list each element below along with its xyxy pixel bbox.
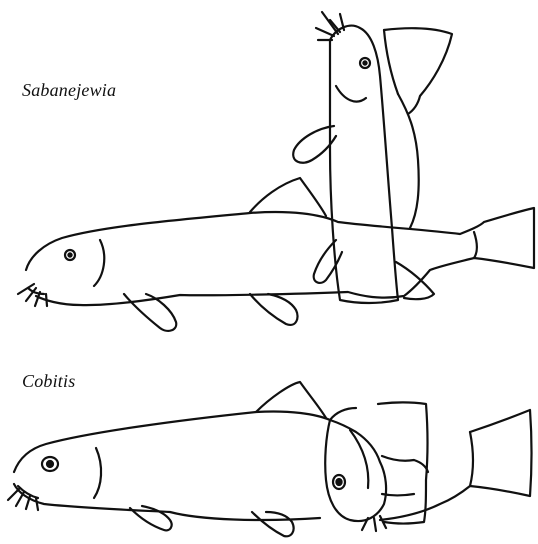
genus-label-sabanejewia: Sabanejewia <box>22 80 116 101</box>
dorsal-fin <box>250 178 326 216</box>
cobitis-pelvic-fin <box>252 512 294 536</box>
curled-fish-outer <box>325 420 386 521</box>
cobitis-illustration <box>8 382 532 536</box>
caudal-base <box>474 232 477 258</box>
vertical-fish-tail <box>384 28 452 114</box>
cobitis-body <box>14 408 532 520</box>
genus-label-cobitis: Cobitis <box>22 371 75 392</box>
vertical-fish-barbels <box>316 12 344 40</box>
pupil <box>68 253 71 256</box>
pelvic-fin <box>250 294 298 325</box>
cobitis-gill-cover <box>94 448 101 498</box>
gill-cover <box>94 240 104 286</box>
vertical-fish-mouth <box>336 86 366 102</box>
sabanejewia-illustration <box>18 12 534 331</box>
curled-fish-barbels <box>362 516 386 531</box>
horizontal-body <box>26 208 534 305</box>
vertical-fish-back <box>398 94 419 228</box>
cobitis-caudal-base <box>470 432 473 486</box>
anal-fin <box>396 262 434 299</box>
